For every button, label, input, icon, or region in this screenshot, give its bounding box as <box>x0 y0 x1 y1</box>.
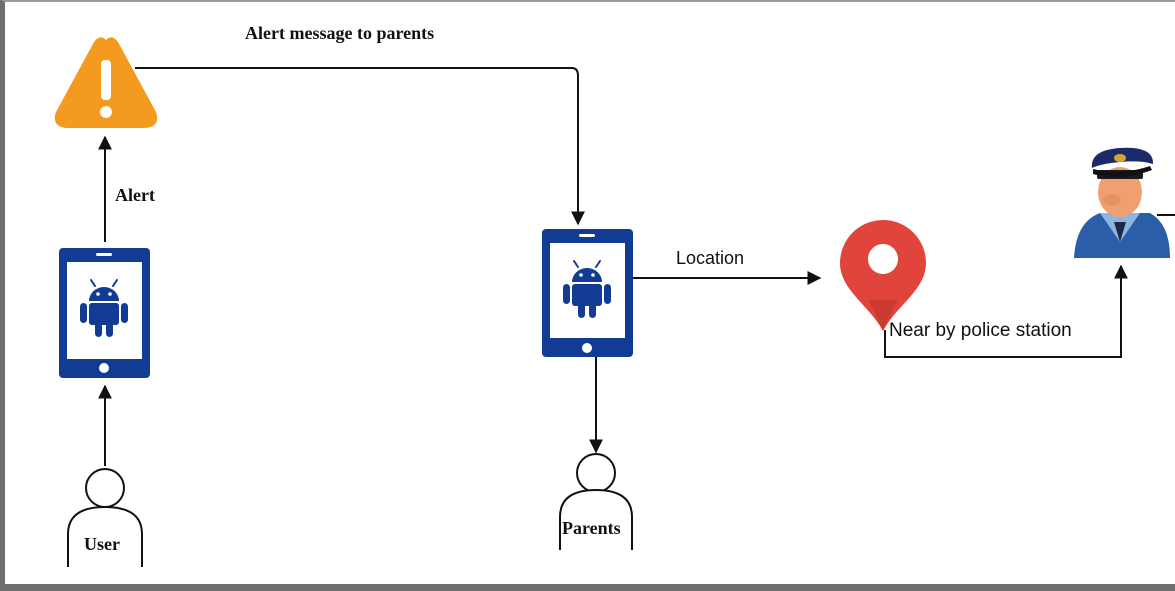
location-pin-icon <box>840 220 926 331</box>
android-icon <box>80 279 128 337</box>
alert-label: Alert <box>115 185 155 205</box>
alert-message-label: Alert message to parents <box>245 23 434 43</box>
connectors <box>98 67 1175 466</box>
police-station-label: Near by police station <box>889 320 1072 341</box>
user-label: User <box>84 534 120 554</box>
location-to-police-arrow <box>884 264 1128 358</box>
warning-to-parent-phone-arrow <box>135 67 585 226</box>
user-phone-icon <box>59 248 150 378</box>
parent-phone-icon <box>542 229 633 357</box>
user-person-icon <box>67 468 143 567</box>
warning-icon <box>54 37 158 128</box>
parents-person-icon <box>559 453 633 550</box>
parents-label: Parents <box>562 518 621 538</box>
police-officer-icon <box>1074 147 1170 258</box>
android-icon <box>563 260 611 318</box>
location-label: Location <box>676 248 744 268</box>
